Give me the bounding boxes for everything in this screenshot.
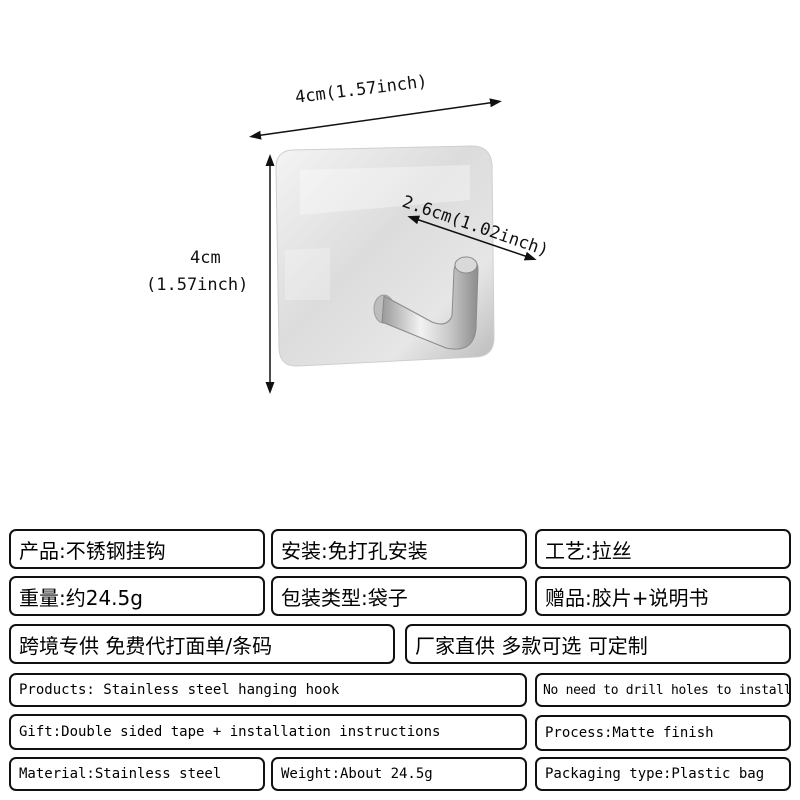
spec-weight-en: Weight:About 24.5g bbox=[271, 757, 527, 791]
spec-export-cn: 跨境专供 免费代打面单/条码 bbox=[9, 624, 395, 664]
spec-install-cn: 安装:免打孔安装 bbox=[271, 529, 527, 569]
spec-packaging-cn: 包装类型:袋子 bbox=[271, 576, 527, 616]
spec-gift-cn: 赠品:胶片+说明书 bbox=[535, 576, 791, 616]
height-label-inch: (1.57inch) bbox=[146, 275, 249, 295]
spec-material-en: Material:Stainless steel bbox=[9, 757, 265, 791]
spec-factory-cn: 厂家直供 多款可选 可定制 bbox=[405, 624, 791, 664]
width-dimension-line bbox=[249, 98, 502, 140]
spec-gift-en: Gift:Double sided tape + installation in… bbox=[9, 714, 527, 750]
adhesive-plate bbox=[275, 145, 495, 367]
spec-process-cn: 工艺:拉丝 bbox=[535, 529, 791, 569]
spec-packaging-en: Packaging type:Plastic bag bbox=[535, 757, 791, 791]
spec-weight-cn: 重量:约24.5g bbox=[9, 576, 265, 616]
spec-process-en: Process:Matte finish bbox=[535, 715, 791, 751]
depth-dimension-line bbox=[407, 215, 537, 261]
hook-illustration bbox=[249, 98, 537, 394]
spec-product-cn: 产品:不锈钢挂钩 bbox=[9, 529, 265, 569]
spec-product-en: Products: Stainless steel hanging hook bbox=[9, 673, 527, 707]
spec-no-drill-en: No need to drill holes to install bbox=[535, 673, 791, 707]
height-label-cm: 4cm bbox=[190, 248, 221, 268]
